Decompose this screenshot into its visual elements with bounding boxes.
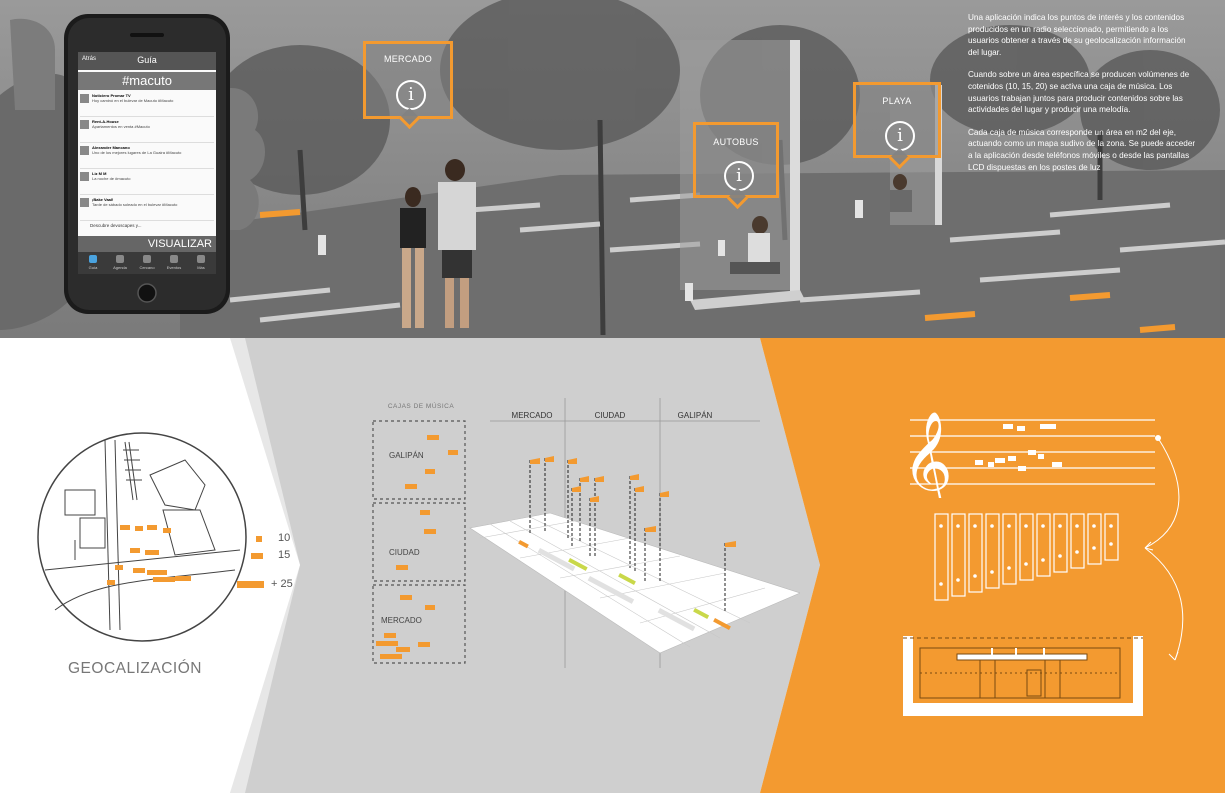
- avatar: [80, 172, 89, 181]
- tweet-text: La noche de #macuto: [92, 176, 131, 181]
- zone-label-galipan: GALIPÁN: [389, 451, 424, 460]
- more-icon: [197, 255, 205, 263]
- tab-label: Guía: [88, 265, 98, 270]
- tab-mas[interactable]: Más: [188, 255, 214, 270]
- tweet-author: ¡Bake Vaal!: [92, 197, 114, 202]
- music-boxes-title: CAJAS DE MÚSICA: [387, 403, 455, 410]
- tab-label: Cercano: [139, 265, 155, 270]
- legend-swatch-small: [256, 536, 262, 542]
- tweet-item[interactable]: ¡Bake Vaal!Tarde de sábado soleado en el…: [80, 196, 214, 221]
- people-walking: [400, 159, 476, 328]
- callout-autobus[interactable]: AUTOBUS i: [693, 122, 779, 210]
- phone-tab-bar: Guía Agenda Cercano Eventos Más: [78, 252, 216, 274]
- tweet-more-link[interactable]: Descubre devoscapes y...: [90, 223, 142, 228]
- tweet-author: Liz M M: [92, 171, 107, 176]
- info-icon: i: [396, 80, 426, 110]
- zone-label-ciudad: CIUDAD: [389, 548, 420, 557]
- callout-mercado[interactable]: MERCADO i: [363, 41, 453, 130]
- tab-cercano[interactable]: Cercano: [134, 255, 160, 270]
- tweet-author: Alexander Mancano: [92, 145, 130, 150]
- guide-icon: [89, 255, 97, 263]
- treble-clef-icon: 𝄞: [902, 411, 953, 498]
- callout-label: PLAYA: [882, 96, 912, 106]
- tweet-text: Uno de los mejores lugares de La Guaira …: [92, 150, 182, 155]
- legend-swatch-medium: [251, 553, 263, 559]
- legend-label: 15: [278, 549, 291, 561]
- geolocation-map: [37, 432, 247, 642]
- tweet-text: Hoy caminó en el bulevar de Macuto #Macu…: [92, 98, 174, 103]
- phone-nav-bar: Atrás Guía: [78, 52, 216, 70]
- description-text: Una aplicación indica los puntos de inte…: [968, 12, 1196, 184]
- list-icon: [116, 255, 124, 263]
- calendar-icon: [170, 255, 178, 263]
- description-paragraph: Cuando sobre un área específica se produ…: [968, 70, 1190, 115]
- column-label-ciudad: CIUDAD: [594, 411, 626, 420]
- street-axis-perspective: [469, 398, 800, 668]
- phone-title: Guía: [137, 55, 157, 65]
- description-paragraph: Una aplicación indica los puntos de inte…: [968, 13, 1186, 57]
- avatar: [80, 198, 89, 207]
- column-label-mercado: MERCADO: [511, 411, 553, 420]
- tweet-author: Rent-A-House: [92, 119, 119, 124]
- avatar: [80, 120, 89, 129]
- music-box-section: [903, 636, 1143, 716]
- tweet-author: Noticiero Promar TV: [92, 93, 131, 98]
- info-icon: i: [885, 121, 915, 151]
- phone-back-button[interactable]: Atrás: [82, 56, 97, 62]
- legend-swatch-large: [237, 581, 264, 588]
- tab-eventos[interactable]: Eventos: [161, 255, 187, 270]
- tweet-text: Tarde de sábado soleado en el bulevar #M…: [92, 202, 178, 207]
- callout-label: MERCADO: [383, 54, 433, 64]
- location-icon: [143, 255, 151, 263]
- music-staff: 𝄞: [902, 411, 1155, 498]
- info-icon: i: [724, 161, 754, 191]
- bottom-diagrams: 10 15 + 25 CAJAS DE MÚSICA GALIPÁN CIUDA…: [0, 338, 1225, 793]
- avatar: [80, 94, 89, 103]
- phone-hashtag: #macuto: [78, 72, 216, 90]
- music-boxes-panel: [372, 420, 466, 664]
- callout-playa[interactable]: PLAYA i: [853, 82, 941, 170]
- visualize-button[interactable]: VISUALIZAR: [78, 236, 216, 252]
- zone-label-mercado: MERCADO: [381, 616, 422, 625]
- callout-label: AUTOBUS: [713, 137, 759, 147]
- tab-agenda[interactable]: Agenda: [107, 255, 133, 270]
- tab-label: Más: [197, 265, 205, 270]
- xylophone: [934, 513, 1119, 601]
- tab-guia[interactable]: Guía: [80, 255, 106, 270]
- description-paragraph: Cada caja de música corresponde un área …: [968, 127, 1196, 172]
- legend-label: + 25: [271, 578, 293, 590]
- cycle-arrow: [1144, 435, 1184, 661]
- legend-label: 10: [278, 532, 291, 544]
- column-label-galipan: GALIPÁN: [677, 411, 713, 420]
- tweet-text: Apartamentos en venta #Macuto: [92, 124, 150, 129]
- tab-label: Eventos: [166, 265, 182, 270]
- geolocation-title: GEOCALIZACIÓN: [68, 660, 202, 677]
- tab-label: Agenda: [113, 265, 127, 270]
- avatar: [80, 146, 89, 155]
